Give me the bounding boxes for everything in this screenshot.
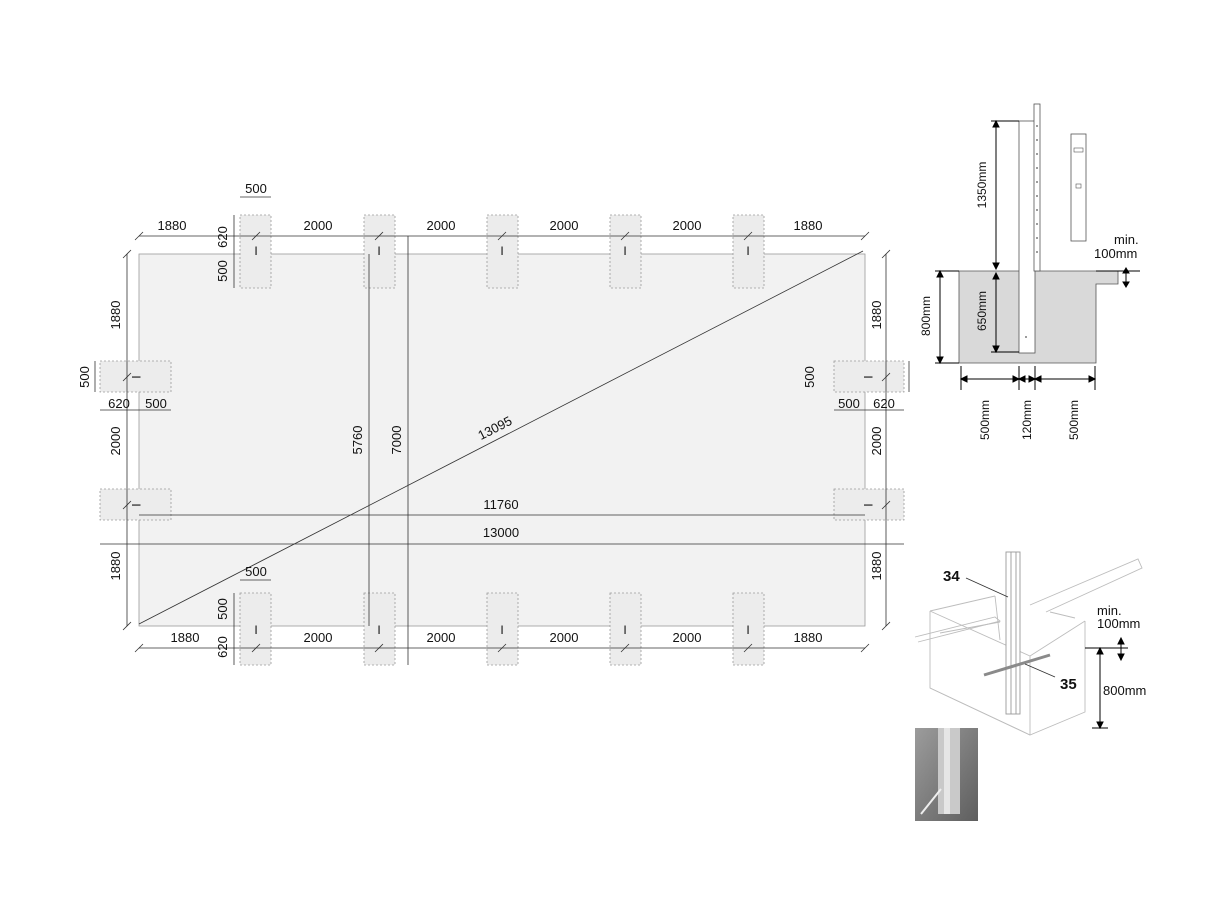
inner-length-label: 11760	[483, 497, 518, 512]
spirit-level-icon	[1070, 133, 1087, 242]
left-spacing-label: 1880	[108, 552, 123, 581]
top-offset-label: 620	[215, 226, 230, 248]
min-gap-label-line1: min.	[1114, 232, 1139, 247]
outer-length-label: 13000	[483, 525, 519, 540]
bottom-offset-label: 620	[215, 636, 230, 658]
slab-outline	[138, 253, 866, 627]
post-flange	[1033, 103, 1041, 272]
plan-dimension-lines	[94, 196, 910, 665]
post-symbol: I	[500, 244, 503, 258]
post-symbol: I	[861, 375, 875, 378]
post-symbol: I	[861, 503, 875, 506]
bottom-spacing-label: 2000	[427, 630, 456, 645]
right-width-mm-label: 500mm	[1067, 400, 1081, 440]
footing	[99, 360, 172, 393]
footing	[732, 214, 765, 289]
footing-depth-label: 800mm	[919, 296, 933, 336]
footing	[239, 592, 272, 666]
bottom-spacing-label: 2000	[304, 630, 333, 645]
callout-35: 35	[1060, 676, 1077, 693]
embed-depth-label: 650mm	[975, 291, 989, 331]
footing	[732, 592, 765, 666]
post-symbol: I	[129, 375, 143, 378]
right-spacing-label: 1880	[869, 301, 884, 330]
footing-width-top-label: 500	[245, 181, 267, 196]
post-symbol: I	[129, 503, 143, 506]
post-symbol: I	[746, 623, 749, 637]
footing	[609, 592, 642, 666]
right-spacing-label: 1880	[869, 552, 884, 581]
bottom-depth-label: 500	[215, 598, 230, 620]
bottom-spacing-label: 1880	[171, 630, 200, 645]
footing-width-bottom-label: 500	[245, 564, 267, 579]
post-symbol: I	[254, 244, 257, 258]
right-depth-label: 500	[838, 396, 860, 411]
isometric-view: 34 35 min. 100mm 800mm	[914, 551, 1146, 736]
top-spacing-label: 2000	[304, 218, 333, 233]
left-spacing-label: 1880	[108, 301, 123, 330]
callout-34: 34	[943, 568, 960, 585]
left-width-mm-label: 500mm	[978, 400, 992, 440]
plan-view: I I I I I I I I I I I I I I	[77, 181, 910, 666]
post-symbols: I I I I I I I I I I I I I I	[129, 244, 875, 637]
top-spacing-label: 2000	[550, 218, 579, 233]
side-footings	[99, 360, 905, 521]
left-depth-label: 500	[145, 396, 167, 411]
section-dimension-arrows	[935, 119, 1140, 390]
left-offset-label: 620	[108, 396, 130, 411]
inner-depth-label: 5760	[350, 426, 365, 455]
post-symbol: I	[623, 623, 626, 637]
footing	[833, 360, 905, 393]
left-spacing-label: 2000	[108, 427, 123, 456]
iso-depth-label: 800mm	[1103, 683, 1146, 698]
top-spacing-label: 2000	[427, 218, 456, 233]
iso-min-label-line1: min.	[1097, 603, 1122, 618]
footing	[239, 214, 272, 289]
post-symbol: I	[254, 623, 257, 637]
left-width-label: 500	[77, 366, 92, 388]
right-width-label: 500	[802, 366, 817, 388]
post-body	[1018, 120, 1036, 354]
section-view: 1350mm 650mm 800mm min. 100mm 500mm 120m…	[919, 103, 1140, 440]
post-symbol: I	[746, 244, 749, 258]
top-spacing-label: 1880	[794, 218, 823, 233]
post-holes	[1025, 125, 1038, 338]
post-symbol: I	[377, 623, 380, 637]
post-symbol: I	[500, 623, 503, 637]
min-gap-label-line2: 100mm	[1094, 246, 1137, 261]
footing	[486, 592, 519, 666]
bottom-spacing-label: 1880	[794, 630, 823, 645]
post-width-mm-label: 120mm	[1020, 400, 1034, 440]
iso-min-label-line2: 100mm	[1097, 616, 1140, 631]
post-symbol: I	[377, 244, 380, 258]
right-spacing-label: 2000	[869, 427, 884, 456]
footing	[486, 214, 519, 289]
top-footings	[239, 214, 765, 289]
top-depth-label: 500	[215, 260, 230, 282]
post-symbol: I	[623, 244, 626, 258]
post-height-label: 1350mm	[975, 162, 989, 209]
footing	[609, 214, 642, 289]
bottom-spacing-label: 2000	[673, 630, 702, 645]
post-photo-icon	[915, 728, 978, 821]
outer-depth-label: 7000	[389, 426, 404, 455]
top-spacing-label: 2000	[673, 218, 702, 233]
top-spacing-label: 1880	[158, 218, 187, 233]
right-offset-label: 620	[873, 396, 895, 411]
bottom-spacing-label: 2000	[550, 630, 579, 645]
